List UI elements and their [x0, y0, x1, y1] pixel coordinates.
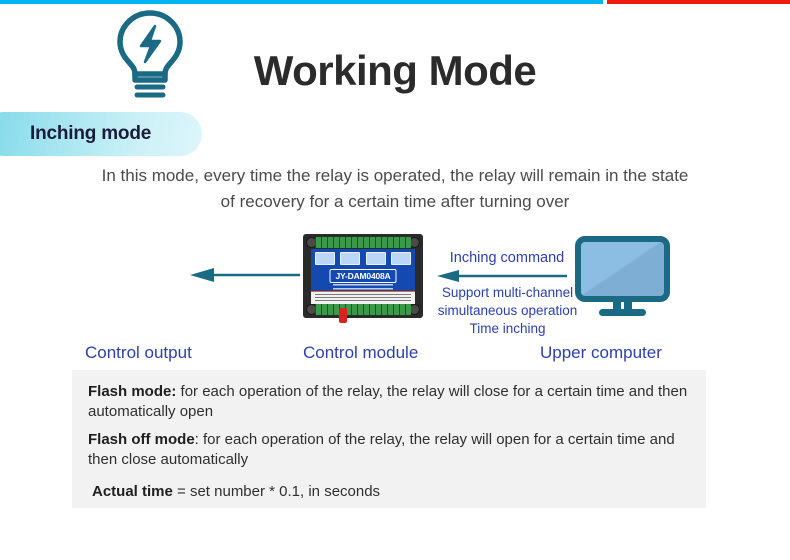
arrow-left-icon-pc-to-module	[437, 268, 567, 284]
pcb-terminal-block-top	[315, 237, 411, 248]
control-module-board: JY-DAM0408A	[303, 234, 423, 323]
note-flash-mode: Flash mode: for each operation of the re…	[88, 382, 690, 421]
note-actual-time-term: Actual time	[92, 483, 173, 500]
command-detail-line-3: Time inching	[469, 321, 546, 337]
note-actual-time: Actual time = set number * 0.1, in secon…	[88, 482, 690, 502]
pcb-terminal-teeth	[315, 237, 411, 248]
note-flash-mode-body: for each operation of the relay, the rel…	[88, 383, 688, 420]
topbar-accent-red	[607, 0, 790, 4]
pcb-relay-row	[315, 252, 411, 265]
monitor-icon	[575, 236, 670, 320]
pcb-model-label: JY-DAM0408A	[329, 269, 397, 283]
pcb-relay	[340, 252, 361, 265]
pcb-white-text-lines	[315, 294, 411, 302]
page-title: Working Mode	[253, 47, 537, 94]
note-flash-off-mode: Flash off mode: for each operation of th…	[88, 430, 690, 469]
mode-badge: Inching mode	[0, 112, 202, 156]
caption-control-module: Control module	[303, 343, 419, 362]
command-detail-line-1: Support multi-channel	[441, 285, 574, 300]
note-flash-mode-term: Flash mode:	[88, 383, 177, 400]
arrow-left-icon-module-to-output	[190, 266, 300, 284]
lightbulb-bolt-icon	[113, 8, 187, 102]
mode-badge-label: Inching mode	[30, 123, 152, 144]
pcb-relay	[390, 252, 411, 265]
pcb-relay	[365, 252, 386, 265]
note-flash-off-mode-term: Flash off mode	[88, 431, 195, 448]
pcb-white-silkscreen	[311, 292, 415, 304]
mode-description: In this mode, every time the relay is op…	[101, 166, 689, 212]
notes-panel: Flash mode: for each operation of the re…	[72, 370, 706, 508]
caption-upper-computer: Upper computer	[540, 343, 662, 362]
pcb-red-connector	[339, 308, 347, 323]
pcb-body: JY-DAM0408A	[303, 234, 423, 323]
command-detail-line-2: simultaneous operation	[437, 303, 578, 319]
inching-command-label: Inching command	[449, 250, 565, 266]
pcb-terminal-block-bottom	[315, 304, 411, 315]
pcb-terminal-teeth	[315, 304, 411, 315]
topbar-accent-cyan	[0, 0, 603, 4]
pcb-relay	[315, 252, 335, 265]
note-actual-time-body: = set number * 0.1, in seconds	[172, 483, 381, 500]
caption-control-output: Control output	[85, 343, 192, 362]
note-flash-off-mode-body: : for each operation of the relay, the r…	[88, 431, 675, 468]
inching-command-details: Support multi-channel simultaneous opera…	[425, 284, 590, 339]
